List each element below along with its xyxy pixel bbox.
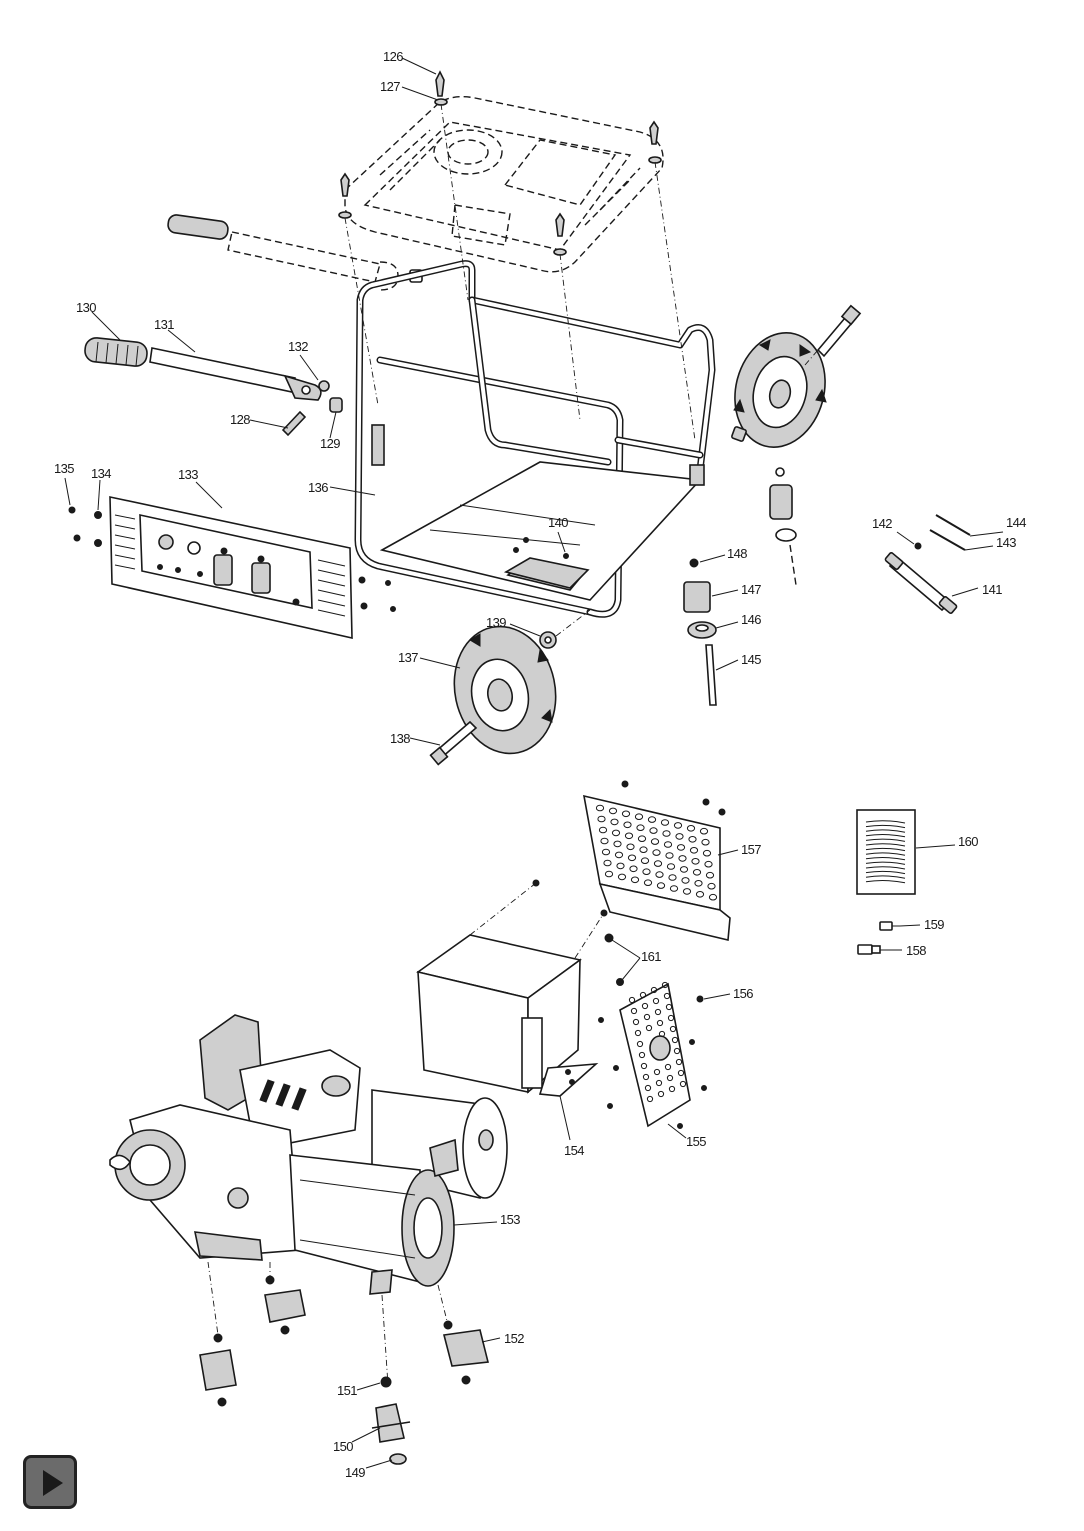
- panel-fasteners: [68, 506, 396, 612]
- leader-lines: [64, 57, 1004, 1469]
- callout-131: 131: [154, 317, 174, 332]
- axle-138: [429, 720, 478, 766]
- callout-127: 127: [380, 79, 400, 94]
- bolts-142-144: [914, 514, 971, 551]
- cooling-screen-157: [532, 780, 731, 941]
- lift-handle-dashed: [167, 214, 423, 291]
- callout-138: 138: [390, 731, 410, 746]
- callout-144: 144: [1006, 515, 1026, 530]
- callout-149: 149: [345, 1465, 365, 1480]
- connector-158: [857, 944, 881, 955]
- next-page-button[interactable]: [23, 1455, 77, 1509]
- connector-159: [879, 921, 900, 931]
- callout-143: 143: [996, 535, 1016, 550]
- callout-151: 151: [337, 1383, 357, 1398]
- callout-129: 129: [320, 436, 340, 451]
- axle-bolt-right: [731, 304, 862, 442]
- callout-153: 153: [500, 1212, 520, 1227]
- callout-155: 155: [686, 1134, 706, 1149]
- mount-152: [437, 1284, 489, 1385]
- callout-136: 136: [308, 480, 328, 495]
- wire-harness-box-160: [856, 809, 916, 895]
- support-leg-141: [884, 552, 958, 614]
- foot-assembly-145-148: [683, 558, 717, 706]
- callout-133: 133: [178, 467, 198, 482]
- callout-140: 140: [548, 515, 568, 530]
- callout-152: 152: [504, 1331, 524, 1346]
- callout-145: 145: [741, 652, 761, 667]
- callout-137: 137: [398, 650, 418, 665]
- engine-generator-153: [109, 1014, 508, 1295]
- callout-130: 130: [76, 300, 96, 315]
- wheel-right: [733, 332, 827, 448]
- control-panel-133: [109, 496, 353, 640]
- callout-157: 157: [741, 842, 761, 857]
- handle-grip-130: [84, 337, 148, 367]
- alternator-cover-154: [416, 882, 605, 1097]
- spacer-129: [329, 397, 343, 413]
- nut-149: [389, 1453, 407, 1465]
- callout-141: 141: [982, 582, 1002, 597]
- callout-148: 148: [727, 546, 747, 561]
- callout-134: 134: [91, 466, 111, 481]
- washer-132: [318, 380, 330, 392]
- callout-126: 126: [383, 49, 403, 64]
- bracket-140: [503, 537, 590, 589]
- nut-139: [539, 609, 591, 649]
- handle-bar-131: [149, 347, 322, 401]
- callout-161: 161: [641, 949, 661, 964]
- end-plate-155: [619, 981, 691, 1128]
- callout-158: 158: [906, 943, 926, 958]
- wheel-137: [453, 625, 557, 755]
- callout-142: 142: [872, 516, 892, 531]
- callout-128: 128: [230, 412, 250, 427]
- callout-150: 150: [333, 1439, 353, 1454]
- fuel-tank-shroud: [344, 95, 664, 273]
- vibration-mount-hub: [769, 467, 797, 586]
- play-icon: [43, 1470, 63, 1496]
- mount-150-151: [371, 1294, 411, 1443]
- callout-146: 146: [741, 612, 761, 627]
- fasteners-156-161: [598, 933, 707, 1129]
- callout-160: 160: [958, 834, 978, 849]
- handle-bolt-128: [281, 410, 307, 437]
- callout-154: 154: [564, 1143, 584, 1158]
- mount-left-rear: [264, 1262, 306, 1335]
- callout-132: 132: [288, 339, 308, 354]
- top-screws-126-127: [338, 70, 696, 441]
- callout-159: 159: [924, 917, 944, 932]
- mount-left-front: [199, 1261, 237, 1407]
- callout-labels: 126 127 130 131 132 128 129 135 134 133 …: [54, 49, 1027, 1480]
- callout-156: 156: [733, 986, 753, 1001]
- callout-147: 147: [741, 582, 761, 597]
- callout-135: 135: [54, 461, 74, 476]
- callout-139: 139: [486, 615, 506, 630]
